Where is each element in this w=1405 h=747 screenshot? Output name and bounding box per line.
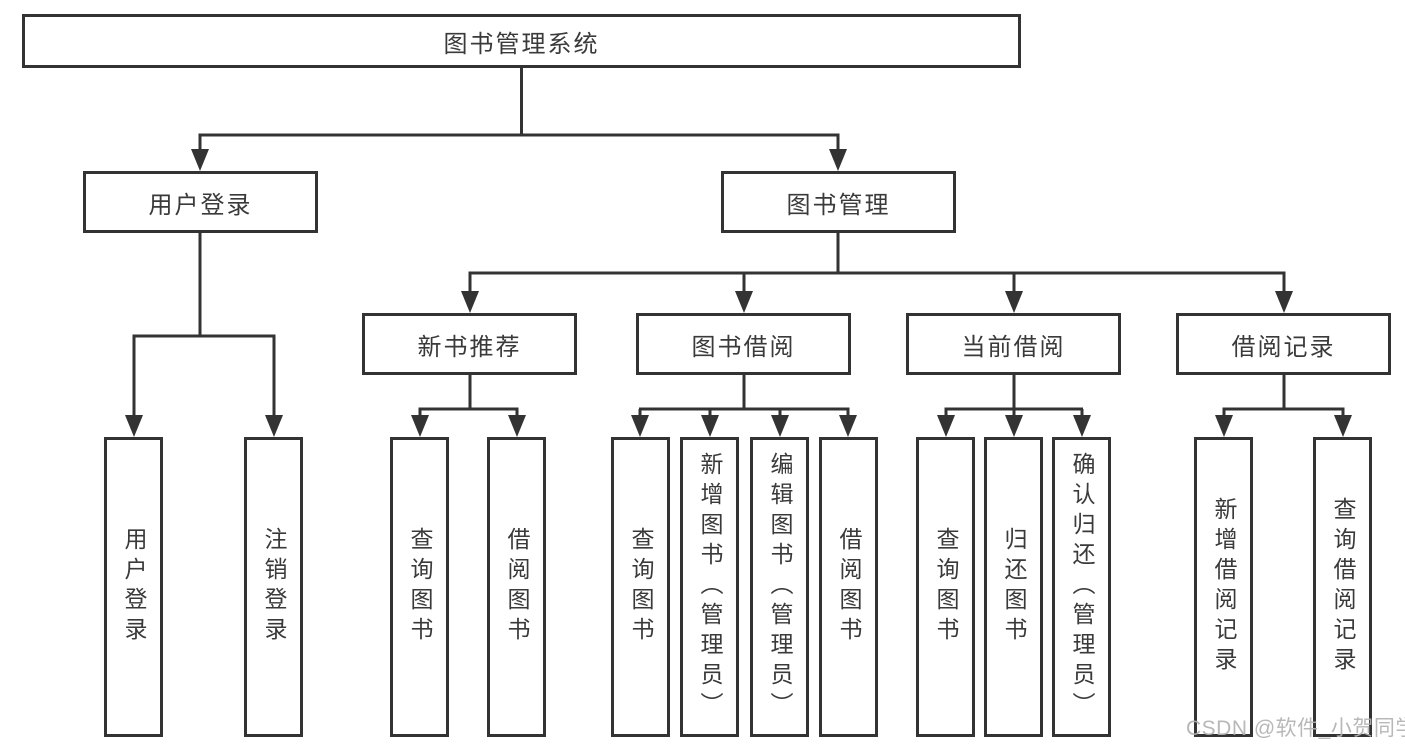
node-current-borrowing-label: 当前借阅 [961,333,1066,361]
leaf-current-confirm-return-admin-label: 确认归还（管理员） [1069,452,1095,722]
leaf-borrow-add-books-admin-label: 新增图书（管理员） [697,452,723,722]
leaf-records-add-borrow-record: 新增借阅记录 [1194,437,1253,737]
csdn-watermark: CSDN @软件_小贺同学 [1186,717,1405,740]
node-user-login-label: 用户登录 [148,191,253,219]
node-new-book-recommend-label: 新书推荐 [417,333,522,361]
leaf-user-login: 用户登录 [104,437,163,737]
leaf-borrow-borrow-books: 借阅图书 [819,437,878,737]
leaf-borrow-query-books-label: 查询图书 [628,527,654,647]
leaf-borrow-edit-books-admin-label: 编辑图书（管理员） [767,452,793,722]
node-book-borrowing-label: 图书借阅 [691,333,796,361]
leaf-records-add-borrow-record-label: 新增借阅记录 [1211,497,1237,677]
node-user-login: 用户登录 [83,171,318,233]
leaf-current-return-books: 归还图书 [984,437,1043,737]
leaf-current-return-books-label: 归还图书 [1001,527,1027,647]
node-book-management-label: 图书管理 [786,191,891,219]
leaf-current-confirm-return-admin: 确认归还（管理员） [1052,437,1111,737]
leaf-newbooks-borrow-books: 借阅图书 [487,437,546,737]
leaf-borrow-edit-books-admin: 编辑图书（管理员） [750,437,809,737]
node-root-label: 图书管理系统 [443,30,600,58]
leaf-borrow-add-books-admin: 新增图书（管理员） [680,437,739,737]
node-current-borrowing: 当前借阅 [906,313,1121,375]
node-book-borrowing: 图书借阅 [636,313,851,375]
node-borrowing-records: 借阅记录 [1176,313,1391,375]
leaf-user-login-label: 用户登录 [121,527,147,647]
leaf-records-query-borrow-record-label: 查询借阅记录 [1330,497,1356,677]
leaf-current-query-books: 查询图书 [916,437,975,737]
leaf-logout: 注销登录 [244,437,303,737]
node-root: 图书管理系统 [22,14,1021,68]
leaf-newbooks-query-books: 查询图书 [390,437,449,737]
node-book-management: 图书管理 [721,171,956,233]
leaf-borrow-query-books: 查询图书 [611,437,670,737]
leaf-logout-label: 注销登录 [261,527,287,647]
leaf-borrow-borrow-books-label: 借阅图书 [836,527,862,647]
leaf-current-query-books-label: 查询图书 [933,527,959,647]
leaf-newbooks-borrow-books-label: 借阅图书 [504,527,530,647]
node-borrowing-records-label: 借阅记录 [1231,333,1336,361]
node-new-book-recommend: 新书推荐 [362,313,577,375]
leaf-newbooks-query-books-label: 查询图书 [407,527,433,647]
leaf-records-query-borrow-record: 查询借阅记录 [1313,437,1372,737]
